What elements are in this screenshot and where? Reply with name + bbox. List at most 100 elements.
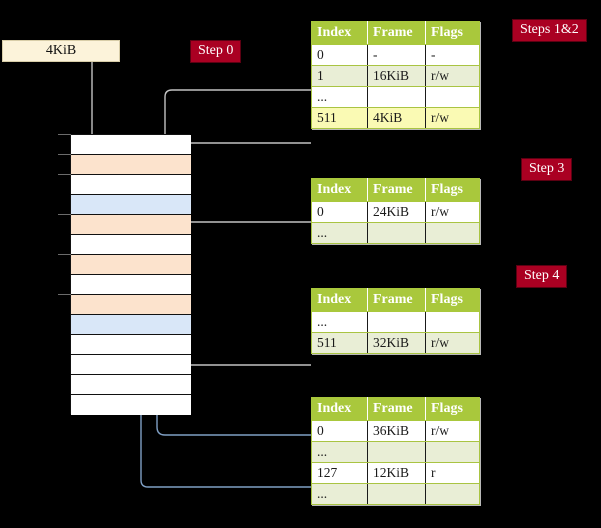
column-header-index: Index bbox=[311, 21, 368, 45]
table-cell-frame: 12KiB bbox=[367, 462, 426, 484]
memory-tick bbox=[58, 294, 71, 295]
table-cell-flags bbox=[425, 311, 480, 333]
table-cell-flags: r/w bbox=[425, 201, 480, 223]
wire-l2-24kib-to-memory bbox=[175, 221, 311, 254]
table-cell-index: 511 bbox=[311, 107, 368, 129]
table-row[interactable]: ... bbox=[311, 483, 480, 505]
request-size-label: 4KiB bbox=[45, 43, 77, 58]
table-row[interactable]: ... bbox=[311, 441, 480, 463]
table-row[interactable]: ... bbox=[311, 311, 480, 333]
table-cell-index: 511 bbox=[311, 332, 368, 354]
table-cell-frame: 32KiB bbox=[367, 332, 426, 354]
table-cell-flags bbox=[425, 441, 480, 463]
table-cell-frame bbox=[367, 311, 426, 333]
column-header-frame: Frame bbox=[367, 397, 426, 421]
column-header-flags: Flags bbox=[425, 178, 480, 202]
badge-step-4: Step 4 bbox=[516, 265, 568, 288]
table-cell-frame bbox=[367, 441, 426, 463]
request-size-box: 4KiB bbox=[2, 40, 120, 62]
column-header-index: Index bbox=[311, 288, 368, 312]
memory-frame-row bbox=[71, 175, 191, 195]
table-cell-index: ... bbox=[311, 311, 368, 333]
column-header-index: Index bbox=[311, 178, 368, 202]
table-cell-index: ... bbox=[311, 441, 368, 463]
table-cell-frame bbox=[367, 483, 426, 505]
badge-steps-1-2: Steps 1&2 bbox=[512, 19, 587, 42]
table-cell-index: 0 bbox=[311, 201, 368, 223]
memory-tick bbox=[58, 134, 71, 135]
memory-frame-row bbox=[71, 155, 191, 175]
wire-l1-4kib-to-memory bbox=[175, 142, 311, 212]
column-header-flags: Flags bbox=[425, 21, 480, 45]
column-header-index: Index bbox=[311, 397, 368, 421]
table-cell-frame: - bbox=[367, 44, 426, 66]
column-header-frame: Frame bbox=[367, 178, 426, 202]
table-cell-flags bbox=[425, 483, 480, 505]
memory-frame-row bbox=[71, 215, 191, 235]
physical-memory-column bbox=[70, 134, 191, 415]
memory-frame-row bbox=[71, 235, 191, 255]
table-cell-frame bbox=[367, 222, 426, 244]
table-cell-index: ... bbox=[311, 222, 368, 244]
memory-frame-row bbox=[71, 295, 191, 315]
table-cell-flags: r/w bbox=[425, 332, 480, 354]
memory-tick bbox=[58, 254, 71, 255]
column-header-flags: Flags bbox=[425, 397, 480, 421]
memory-frame-row bbox=[71, 315, 191, 335]
table-cell-index: 0 bbox=[311, 420, 368, 442]
table-cell-frame: 36KiB bbox=[367, 420, 426, 442]
memory-frame-row bbox=[71, 375, 191, 395]
column-header-frame: Frame bbox=[367, 21, 426, 45]
memory-tick bbox=[58, 154, 71, 155]
table-cell-frame: 16KiB bbox=[367, 65, 426, 87]
memory-tick bbox=[58, 174, 71, 175]
badge-step-0-label: Step 0 bbox=[198, 43, 234, 58]
table-cell-flags: - bbox=[425, 44, 480, 66]
memory-frame-row bbox=[71, 275, 191, 295]
memory-tick bbox=[58, 214, 71, 215]
memory-frame-row bbox=[71, 355, 191, 375]
table-cell-flags bbox=[425, 222, 480, 244]
table-cell-index: 0 bbox=[311, 44, 368, 66]
memory-frame-row bbox=[71, 195, 191, 215]
table-cell-flags: r/w bbox=[425, 65, 480, 87]
table-cell-index: 127 bbox=[311, 462, 368, 484]
badge-step-4-label: Step 4 bbox=[524, 268, 560, 283]
table-cell-flags: r/w bbox=[425, 107, 480, 129]
table-cell-frame: 4KiB bbox=[367, 107, 426, 129]
table-cell-flags bbox=[425, 86, 480, 108]
memory-frame-row bbox=[71, 335, 191, 355]
badge-step-0: Step 0 bbox=[190, 40, 242, 63]
table-cell-flags: r/w bbox=[425, 420, 480, 442]
badge-step-3: Step 3 bbox=[521, 158, 573, 181]
table-row[interactable]: 0-- bbox=[311, 44, 480, 66]
table-cell-flags: r bbox=[425, 462, 480, 484]
table-cell-frame bbox=[367, 86, 426, 108]
table-cell-frame: 24KiB bbox=[367, 201, 426, 223]
memory-frame-row bbox=[71, 255, 191, 275]
table-row[interactable]: ... bbox=[311, 222, 480, 244]
badge-step-3-label: Step 3 bbox=[529, 161, 565, 176]
memory-frame-row bbox=[71, 135, 191, 155]
table-row[interactable]: ... bbox=[311, 86, 480, 108]
table-cell-index: ... bbox=[311, 86, 368, 108]
table-cell-index: 1 bbox=[311, 65, 368, 87]
memory-frame-row bbox=[71, 395, 191, 415]
column-header-frame: Frame bbox=[367, 288, 426, 312]
badge-steps-1-2-label: Steps 1&2 bbox=[520, 22, 579, 37]
